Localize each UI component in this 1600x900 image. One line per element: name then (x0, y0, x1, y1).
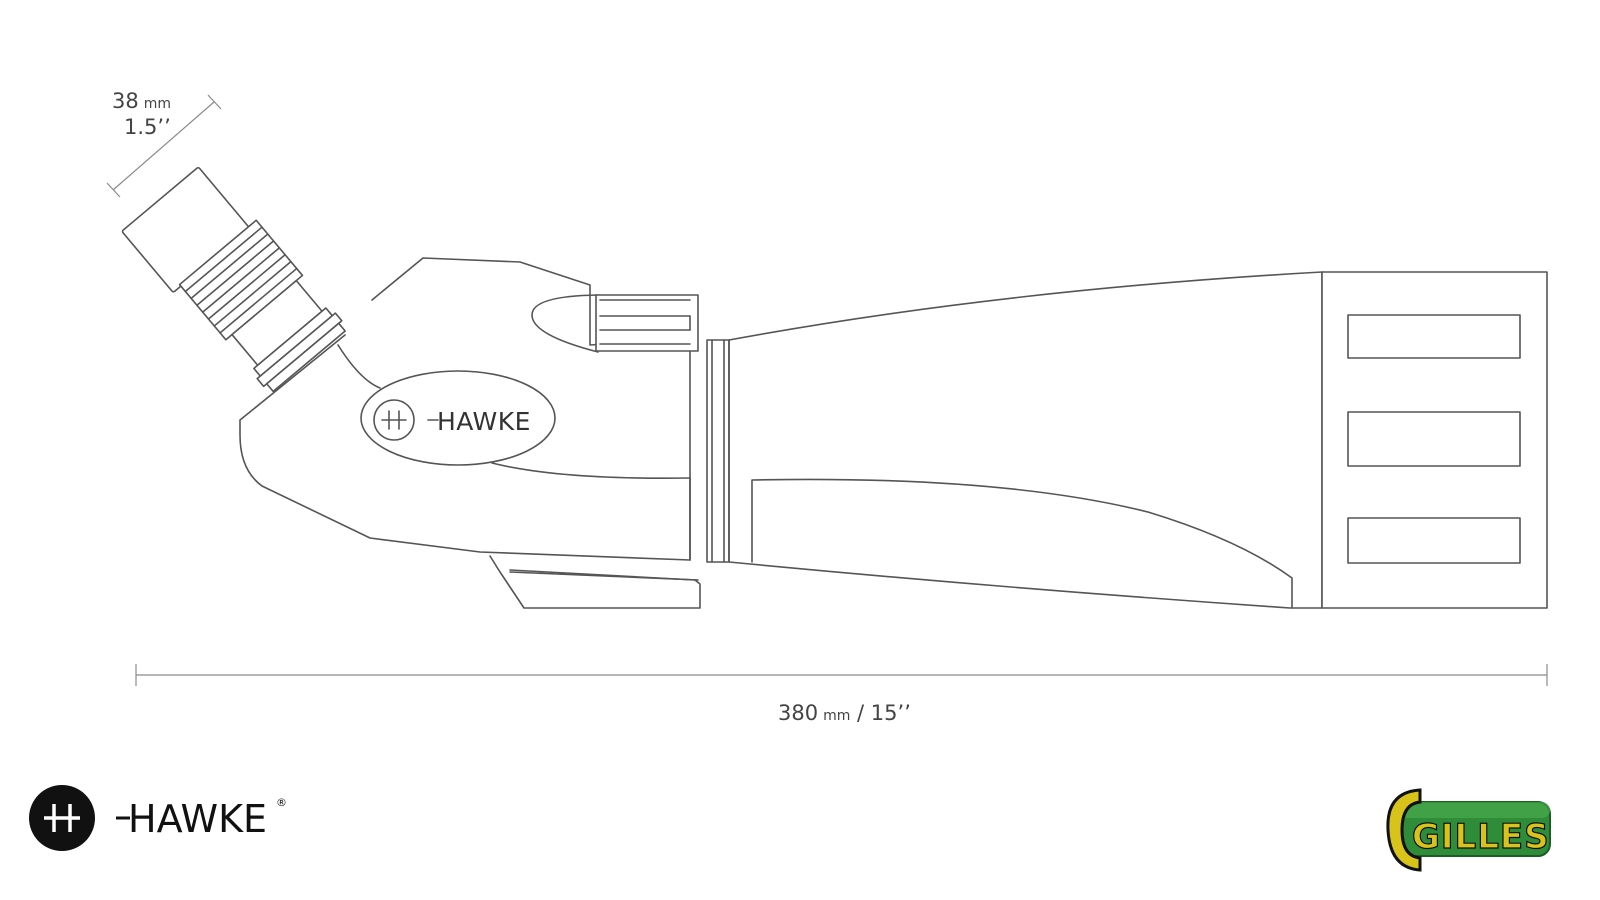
body-brand-text: HAWKE (437, 407, 531, 436)
body-brand-badge: HAWKE (360, 370, 556, 466)
gilles-logo-highlight (1398, 802, 1550, 818)
eyepiece-dimension-line (112, 101, 215, 191)
objective-hood-outline (1321, 271, 1548, 609)
objective-hood-window-3 (1347, 517, 1521, 564)
gilles-logo-g (1386, 788, 1422, 872)
hawke-logo-text: HAWKE (128, 797, 267, 841)
focus-recess (531, 294, 599, 353)
body-brand-crosshair-icon (373, 399, 415, 441)
eyepiece-dimension-tick-right (207, 94, 222, 110)
eyepiece-dimension-tick-left (106, 182, 121, 198)
focus-knob-ribs (599, 299, 691, 345)
body-brand-oval (360, 370, 556, 466)
main-tube-grip-panel (751, 478, 1293, 608)
hawke-logo: HAWKE ® (29, 785, 287, 851)
tripod-mount-foot (489, 555, 701, 609)
focus-knob (595, 294, 699, 352)
prism-housing (239, 257, 701, 609)
zoom-ring-band (706, 339, 730, 563)
gilles-logo-text: GILLES (1412, 817, 1550, 857)
zoom-ring (706, 339, 730, 563)
objective-hood (1321, 271, 1548, 609)
main-tube-outline (728, 271, 1323, 609)
eyepiece (121, 166, 346, 393)
hawke-crosshair-icon (29, 785, 95, 851)
objective-hood-window-1 (1347, 314, 1521, 359)
main-tube (728, 271, 1323, 609)
eyepiece-dimension-imperial: 1.5’’ (124, 115, 171, 139)
gilles-cartridge-logo: GILLES (1386, 788, 1551, 872)
eyepiece-ring-3 (265, 322, 346, 393)
prism-housing-panel-line (491, 462, 691, 479)
tripod-mount-foot-edge (509, 571, 699, 581)
objective-hood-window-2 (1347, 411, 1521, 467)
prism-housing-neck-line (337, 344, 381, 389)
eyepiece-grip-ribs (184, 226, 298, 334)
prism-housing-outline (239, 257, 691, 561)
hawke-logo-registered: ® (276, 796, 287, 809)
